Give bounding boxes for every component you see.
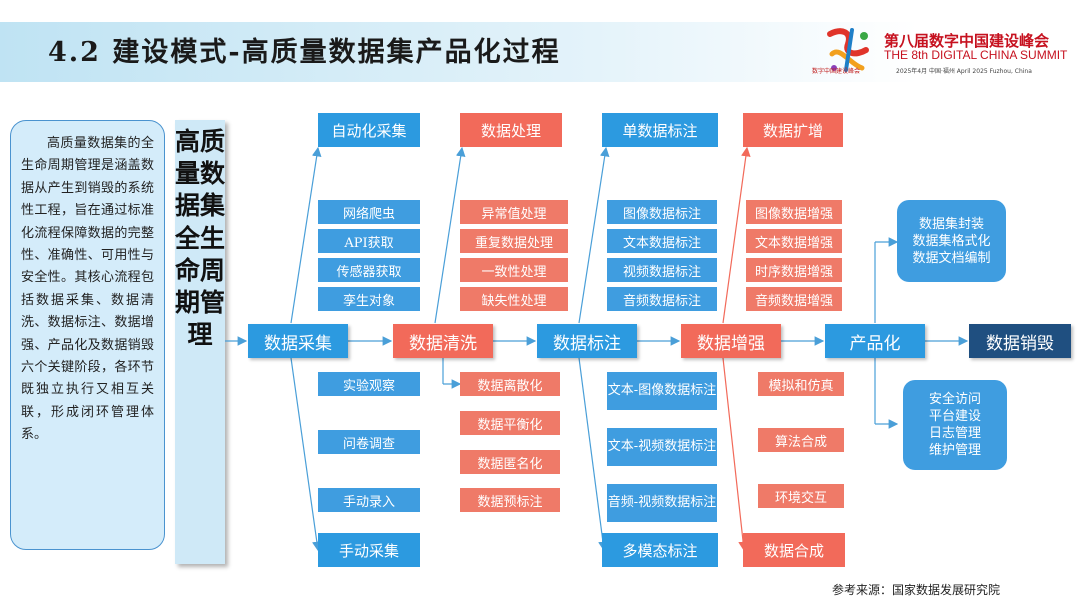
vertical-title: 高质量数据集全生命周期管理: [175, 127, 226, 350]
clean-transform-item: 数据匿名化: [460, 450, 560, 474]
spine-data-labeling: 数据标注: [537, 324, 637, 358]
vertical-title-bar: [175, 120, 225, 564]
productize-item: 数据集封装: [918, 216, 984, 232]
spine-data-collection: 数据采集: [248, 324, 348, 358]
synthesis-item: 算法合成: [758, 428, 844, 452]
page-title: 4.2 建设模式-高质量数据集产品化过程: [48, 37, 561, 68]
logo-subtitle: 数字中国建设峰会: [812, 68, 861, 75]
productize-security-panel: 安全访问 平台建设 日志管理 维护管理: [903, 380, 1007, 470]
productize-item: 维护管理: [928, 443, 981, 458]
clean-item: 异常值处理: [460, 200, 568, 224]
label-item: 文本数据标注: [607, 229, 717, 253]
label-item: 音频数据标注: [607, 287, 717, 311]
productize-item: 数据集格式化: [912, 233, 991, 249]
spine-productization: 产品化: [825, 324, 925, 358]
multimodal-label-item: 音频-视频数据标注: [607, 484, 717, 522]
clean-item: 重复数据处理: [460, 229, 568, 253]
clean-transform-item: 数据平衡化: [460, 411, 560, 435]
productize-item: 日志管理: [928, 426, 981, 441]
clean-item: 缺失性处理: [460, 287, 568, 311]
stage-multimodal-label: 多模态标注: [602, 533, 718, 567]
stage-data-expansion: 数据扩增: [743, 113, 843, 147]
augment-item: 时序数据增强: [746, 258, 842, 282]
augment-item: 文本数据增强: [746, 229, 842, 253]
stage-manual-collect: 手动采集: [318, 533, 420, 567]
spine-data-augmentation: 数据增强: [681, 324, 781, 358]
summit-name-cn: 第八届数字中国建设峰会: [884, 32, 1050, 50]
collect-manual-item: 问卷调查: [318, 430, 420, 454]
collect-method-item: 网络爬虫: [318, 200, 420, 224]
augment-item: 音频数据增强: [746, 287, 842, 311]
clean-transform-item: 数据离散化: [460, 372, 560, 396]
collect-method-item: 孪生对象: [318, 287, 420, 311]
synthesis-item: 模拟和仿真: [758, 372, 844, 396]
synthesis-item: 环境交互: [758, 484, 844, 508]
header-band: [0, 22, 1080, 82]
clean-transform-item: 数据预标注: [460, 488, 560, 512]
stage-data-synthesis: 数据合成: [743, 533, 845, 567]
label-item: 图像数据标注: [607, 200, 717, 224]
spine-data-destruction: 数据销毁: [969, 324, 1071, 358]
collect-manual-item: 手动录入: [318, 488, 420, 512]
productize-item: 数据文档编制: [912, 250, 991, 266]
multimodal-label-item: 文本-图像数据标注: [607, 372, 717, 410]
spine-data-cleaning: 数据清洗: [393, 324, 493, 358]
summit-logo-icon: [827, 28, 869, 72]
productize-item: 安全访问: [928, 392, 981, 407]
summit-date-line: 2025年4月 中国·福州 April 2025 Fuzhou, China: [896, 68, 1032, 75]
productize-item: 平台建设: [928, 409, 981, 424]
collect-manual-item: 实验观察: [318, 372, 420, 396]
augment-item: 图像数据增强: [746, 200, 842, 224]
collect-method-item: API获取: [318, 229, 420, 253]
stage-data-processing: 数据处理: [460, 113, 562, 147]
label-item: 视频数据标注: [607, 258, 717, 282]
stage-single-label: 单数据标注: [602, 113, 718, 147]
multimodal-label-item: 文本-视频数据标注: [607, 428, 717, 466]
reference-note: 参考来源：国家数据发展研究院: [832, 583, 1001, 597]
productize-package-panel: 数据集封装 数据集格式化 数据文档编制: [897, 200, 1006, 282]
collect-method-item: 传感器获取: [318, 258, 420, 282]
clean-item: 一致性处理: [460, 258, 568, 282]
summit-name-en: THE 8th DIGITAL CHINA SUMMIT: [884, 48, 1068, 62]
description-panel: 高质量数据集的全生命周期管理是涵盖数据从产生到销毁的系统性工程，旨在通过标准化流…: [10, 120, 165, 550]
stage-auto-collect: 自动化采集: [318, 113, 420, 147]
